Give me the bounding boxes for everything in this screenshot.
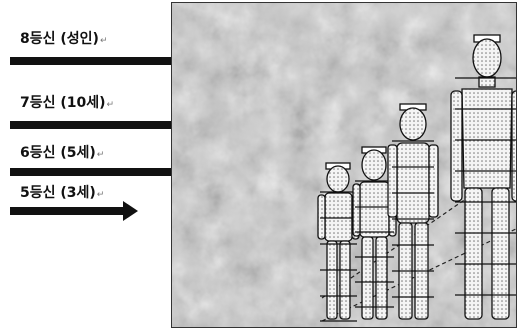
label-6-head-5y-text: 6등신 (5세) — [20, 145, 96, 161]
label-7-head-10y-text: 7등신 (10세) — [20, 95, 106, 111]
label-5-head-3y-text: 5등신 (3세) — [20, 185, 96, 201]
return-mark-icon: ↵ — [99, 36, 108, 46]
return-mark-icon: ↵ — [96, 190, 105, 200]
label-8-head-adult-text: 8등신 (성인) — [20, 31, 99, 47]
label-7-head-10y: 7등신 (10세)↵ — [20, 92, 114, 112]
label-5-head-3y: 5등신 (3세)↵ — [20, 182, 104, 202]
figure-age-10 — [387, 103, 439, 320]
body-proportion-illustration — [171, 2, 517, 328]
return-mark-icon: ↵ — [106, 100, 115, 110]
return-mark-icon: ↵ — [96, 150, 105, 160]
arrow-6-head — [10, 162, 188, 182]
arrow-5-head — [10, 201, 138, 221]
label-8-head-adult: 8등신 (성인)↵ — [20, 28, 107, 48]
figure-adult — [450, 34, 516, 320]
label-6-head-5y: 6등신 (5세)↵ — [20, 142, 104, 162]
figure-age-3 — [317, 162, 360, 322]
